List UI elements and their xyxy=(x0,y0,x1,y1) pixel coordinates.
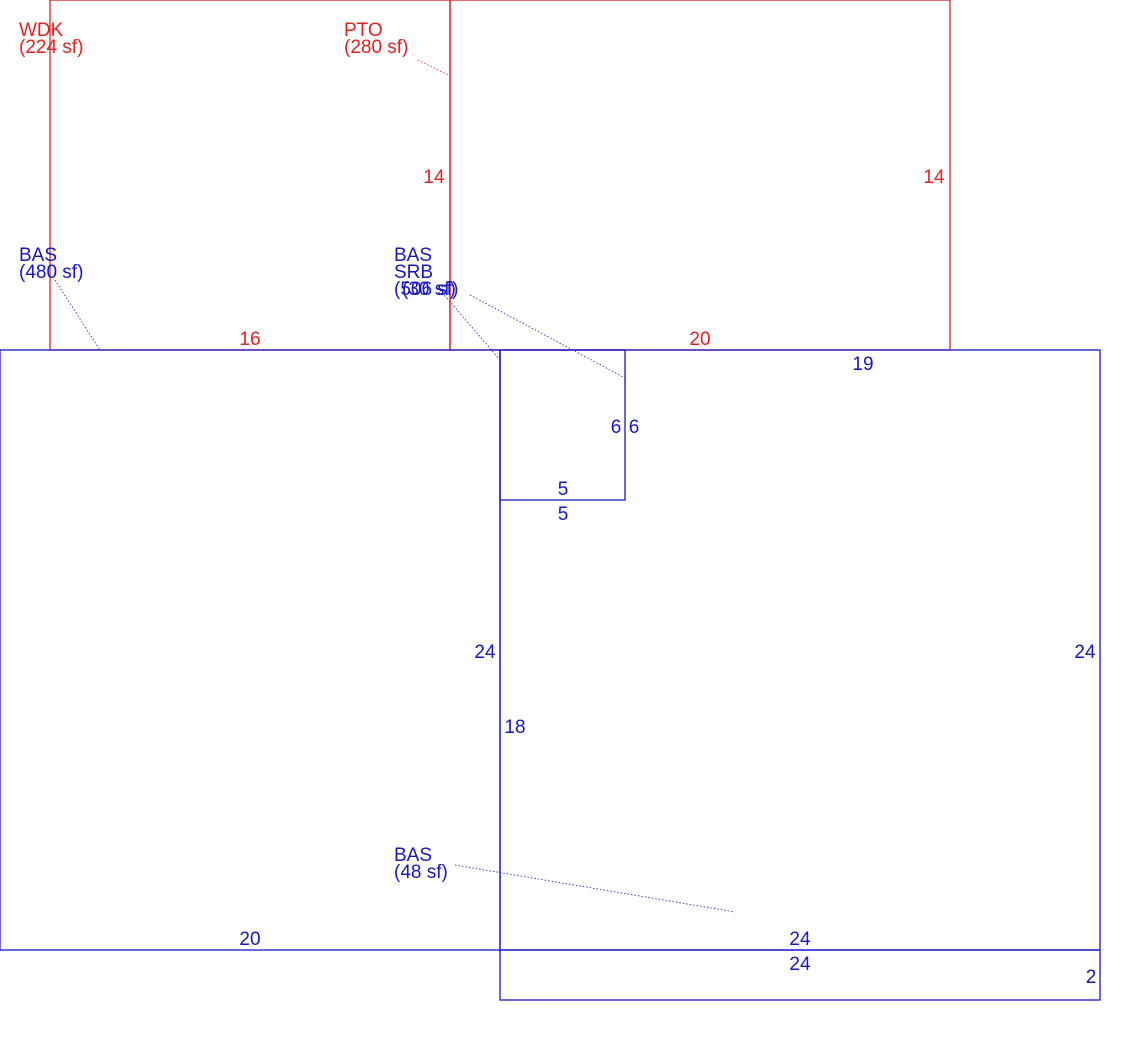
bas-left-code-label: BAS xyxy=(19,245,57,266)
bas-mid-code-label: BAS xyxy=(394,245,432,266)
bas-bottom-strip-outline xyxy=(499,949,1101,1001)
dim-right-box-right: 24 xyxy=(1074,642,1096,663)
dim-srb-right: 6 xyxy=(629,417,640,438)
wdk-code-label: WDK xyxy=(19,20,64,41)
bas-mid-area-label: (506 sf) xyxy=(394,279,458,300)
dim-pto-bottom: 20 xyxy=(689,329,710,350)
pto-area-label: (280 sf) xyxy=(344,37,408,58)
dim-wdk-bottom: 16 xyxy=(239,329,260,350)
pto-code-label: PTO xyxy=(344,20,383,41)
bas-bottom-area-label: (48 sf) xyxy=(394,862,448,883)
bas-left-area-label: (480 sf) xyxy=(19,262,83,283)
dim-left-box-right: 24 xyxy=(474,642,496,663)
dim-srb-bottom-outer: 5 xyxy=(558,504,569,525)
srb-code-label: SRB xyxy=(394,262,433,283)
dim-srb-bottom-inner: 5 xyxy=(558,479,569,500)
bas-bottom-code-label: BAS xyxy=(394,845,432,866)
dim-bas-top-right: 19 xyxy=(852,354,873,375)
srb-leader-line xyxy=(469,294,626,379)
pto-leader-line xyxy=(417,59,451,77)
wdk-area-label: (224 sf) xyxy=(19,37,83,58)
dim-right-box-bottom: 24 xyxy=(789,929,811,950)
srb-room-outline xyxy=(499,349,626,501)
dim-left-box-bottom: 20 xyxy=(239,929,260,950)
srb-area-label: (30 sf) xyxy=(402,279,456,300)
dim-strip-right: 2 xyxy=(1086,967,1097,988)
bas-right-outline xyxy=(499,349,1101,951)
dim-wdk-right: 14 xyxy=(423,167,445,188)
dim-srb-left: 6 xyxy=(611,417,622,438)
bas-bottom-leader-line xyxy=(454,864,736,913)
bas-mid-leader-line xyxy=(439,289,501,361)
dim-pto-right: 14 xyxy=(923,167,945,188)
dim-strip-top: 24 xyxy=(789,954,811,975)
pto-patio-outline xyxy=(449,0,951,351)
bas-left-leader-line xyxy=(54,279,101,351)
dim-mid-left: 18 xyxy=(504,717,525,738)
